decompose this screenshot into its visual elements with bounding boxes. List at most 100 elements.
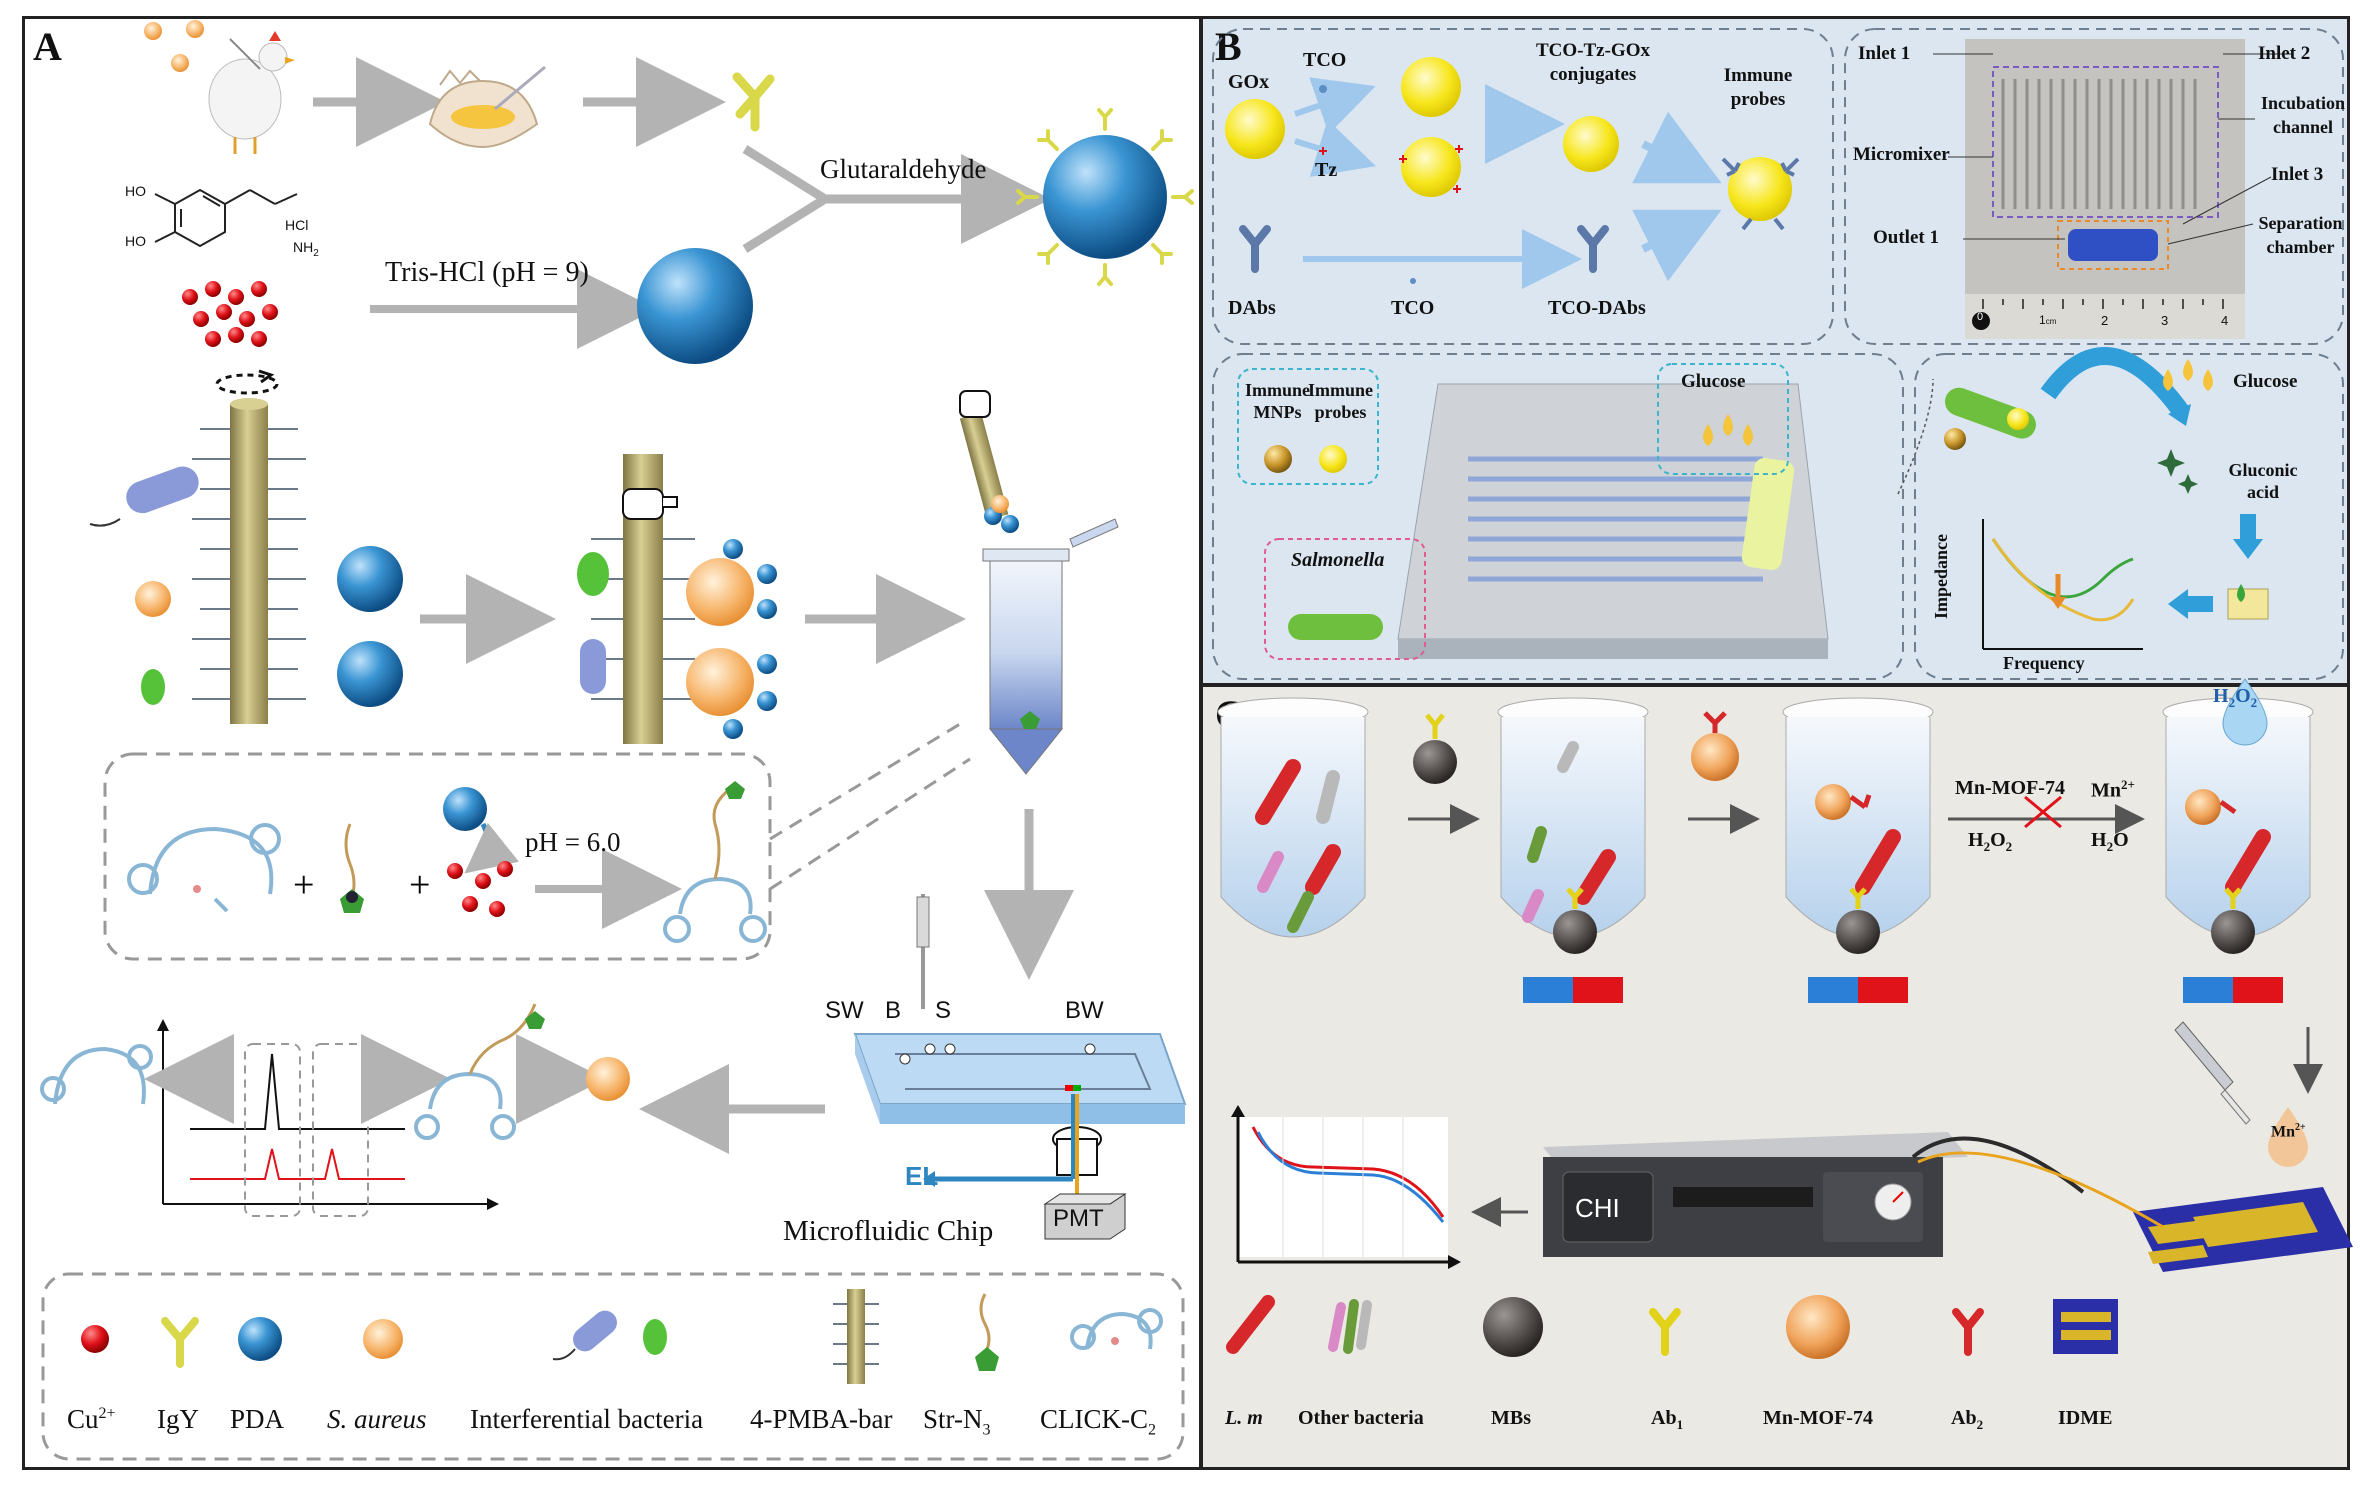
cu-legend-icon (81, 1325, 109, 1353)
chip-callout-lines (1933, 53, 2293, 245)
reaction-cross (2024, 795, 2062, 829)
impedance-chart (1982, 519, 2143, 650)
immune-mnp-icon (1264, 445, 1292, 473)
legend-saureus: S. aureus (327, 1404, 427, 1434)
chip-photo (1965, 39, 2245, 339)
saureus-legend-icon (363, 1319, 403, 1359)
green-bacteria-captured (577, 552, 609, 596)
immune-probes-label: Immune probes (1723, 65, 1793, 110)
panel-a-label: A (33, 24, 62, 69)
egg-icon (428, 65, 546, 149)
cu-ions-cluster (182, 281, 278, 347)
conjugates-label: TCO-Tz-GOx conjugates (1536, 40, 1650, 85)
separation-label: Separation chamber (2258, 213, 2343, 257)
panel-c-graphics (1217, 678, 2353, 1359)
detection-optics (923, 1094, 1102, 1204)
inlet1-label: Inlet 1 (1858, 43, 1911, 64)
immune-probe-icon (1721, 157, 1800, 231)
arrow (1632, 209, 1722, 282)
merge-arrow (742, 145, 834, 253)
glutaraldehyde-label: Glutaraldehyde (820, 154, 987, 184)
chi-label: CHI (1575, 1193, 1620, 1223)
pda-igy-conjugate (1016, 108, 1194, 286)
mbs-legend-icon (1483, 1297, 1543, 1357)
chip-photo-box (1844, 28, 2344, 345)
probe-icon (2007, 408, 2029, 430)
igy-antibody-icon (732, 72, 775, 132)
legend-interferential: Interferential bacteria (470, 1404, 704, 1434)
immune-probes-small-label: Immune probes (1308, 380, 1374, 422)
chip-port-bw: BW (1065, 997, 1104, 1024)
tz-marks (1399, 145, 1463, 193)
pmt-label: PMT (1053, 1205, 1104, 1232)
salmonella-icon (1288, 614, 1383, 640)
green-bacteria-icon (141, 669, 165, 705)
legend-str-n3: Str-N3 (923, 1404, 991, 1439)
incubation-label: Incubation channel (2260, 93, 2346, 137)
idme-electrode (2133, 1187, 2353, 1272)
legend-click-c2: CLICK-C2 (1040, 1404, 1156, 1439)
rod-dipping (959, 390, 1019, 533)
bacteria-blue-rod (89, 466, 199, 527)
tris-hcl-label: Tris-HCl (pH = 9) (385, 257, 589, 288)
legend-pmba: 4-PMBA-bar (750, 1404, 893, 1434)
conjugate-icon (1563, 116, 1619, 172)
arrow (1294, 77, 1376, 135)
dabs-label: DAbs (1228, 297, 1276, 319)
ph-label: pH = 6.0 (525, 827, 621, 857)
drop-h2o2-label: H2O2 (2213, 685, 2258, 710)
mof-label: Mn-MOF-74 (1955, 777, 2065, 799)
panel-b: B (1200, 16, 2350, 686)
tco-dabs-icon (1577, 225, 1609, 273)
chicken-icon (208, 31, 295, 154)
tube-3 (1782, 697, 1934, 1003)
drop-mn-label: Mn2+ (2271, 1122, 2306, 1141)
hcl-label: HCl (285, 217, 309, 233)
legend-ab1: Ab1 (1651, 1407, 1684, 1432)
glucose-drops (1703, 414, 1753, 446)
blue-bacteria-captured (580, 639, 606, 694)
ho-label-2: HO (125, 233, 146, 249)
panel-b-label: B (1215, 24, 1242, 69)
chi-workstation (1543, 1132, 2164, 1257)
tube-2 (1497, 697, 1649, 1003)
panel-b-graphics (1212, 28, 2344, 680)
nh2-label: NH2 (293, 239, 319, 259)
glucose-drops-2 (2163, 359, 2213, 391)
mb-ab1-reagent (1413, 713, 1457, 784)
legend-cu: Cu2+ (67, 1404, 116, 1434)
glucose-label-1: Glucose (1681, 371, 1746, 392)
pda-sphere-large (637, 248, 753, 364)
saureus-captured (686, 558, 754, 626)
electrode-icon (2227, 584, 2269, 620)
legend-box (41, 1272, 1185, 1461)
detection-chip (1397, 383, 1829, 659)
microfluidic-chip (853, 894, 1187, 1124)
catalysis-arrow (2040, 347, 2191, 420)
rod-cap (230, 398, 268, 410)
legend-other-bacteria: Other bacteria (1298, 1407, 1424, 1429)
glucose-label-2: Glucose (2233, 371, 2298, 392)
inlet3-label: Inlet 3 (2271, 164, 2324, 185)
other-bacteria-legend-icon (1328, 1299, 1372, 1354)
legend-igy: IgY (157, 1404, 199, 1434)
plus-sign: + (293, 864, 314, 906)
saureus-captured (686, 648, 754, 716)
pda-sphere-small (443, 787, 487, 831)
ab2-legend-icon (1952, 1308, 1984, 1356)
legend-pda: PDA (230, 1404, 285, 1434)
tco-dabs-label: TCO-DAbs (1548, 297, 1646, 319)
scale-0: 0 (1977, 311, 1984, 323)
mnp-icon (1944, 428, 1966, 450)
rotation-indicator (215, 369, 279, 395)
reaction-box (103, 752, 772, 961)
el-label: EL (905, 1161, 939, 1191)
h2o2-label: H2O2 (1968, 829, 2013, 854)
chip-port-s: S (935, 997, 952, 1024)
dabs-icon (1239, 225, 1271, 273)
gox-label: GOx (1228, 71, 1270, 93)
legend-mbs: MBs (1491, 1407, 1531, 1429)
mn2-label: Mn2+ (2091, 777, 2135, 802)
inlet2-label: Inlet 2 (2258, 43, 2311, 64)
pmba-bar-rod (230, 404, 268, 724)
